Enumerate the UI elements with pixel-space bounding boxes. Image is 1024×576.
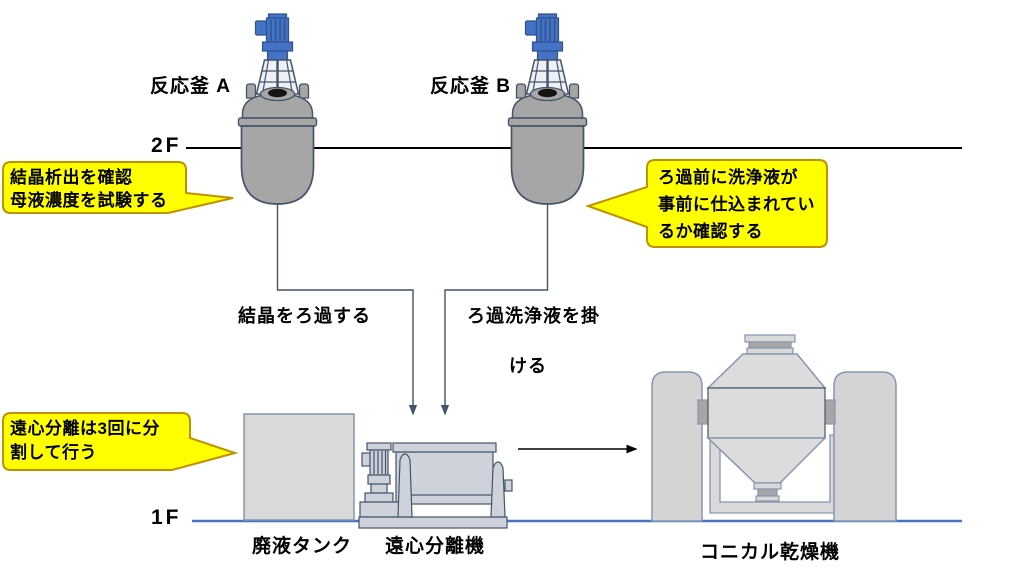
callout-c-line1: 遠心分離は3回に分 bbox=[10, 419, 160, 438]
reactor-b-label: 反応釜 B bbox=[430, 76, 512, 97]
reactor-a-graphic bbox=[237, 12, 318, 206]
centrifuge-graphic bbox=[358, 442, 513, 529]
flow-label-pour-wash-line2: ける bbox=[509, 356, 548, 376]
flow-line-reactor-a-to-centrifuge bbox=[276, 204, 418, 416]
callout-text-reactor-a: 結晶析出を確認母液濃度を試験する bbox=[10, 166, 168, 212]
callout-b-line3: るか確認する bbox=[658, 222, 763, 241]
floor-1f-label: 1F bbox=[151, 506, 182, 529]
callout-bubble-reactor-a bbox=[2, 161, 234, 214]
flow-label-pour-wash-line1: ろ過洗浄液を掛 bbox=[467, 306, 600, 326]
flow-label-filter-crystals: 結晶をろ過する bbox=[238, 306, 371, 326]
reactor-b-graphic bbox=[507, 12, 588, 206]
waste-tank-graphic bbox=[243, 413, 355, 521]
floor-2f-label: 2F bbox=[151, 134, 182, 157]
callout-text-reactor-b: ろ過前に洗浄液が事前に仕込まれているか確認する bbox=[658, 164, 815, 245]
callout-b-line1: ろ過前に洗浄液が bbox=[658, 168, 798, 187]
reactor-a-label: 反応釜 A bbox=[150, 76, 232, 97]
centrifuge-label: 遠心分離機 bbox=[385, 536, 486, 557]
callout-text-centrifuge: 遠心分離は3回に分割して行う bbox=[10, 417, 160, 465]
conical-dryer-graphic bbox=[651, 334, 897, 522]
callout-a-line1: 結晶析出を確認 bbox=[10, 168, 133, 187]
callout-b-line2: 事前に仕込まれてい bbox=[658, 195, 815, 214]
callout-bubble-centrifuge bbox=[2, 412, 239, 471]
waste-tank-label: 廃液タンク bbox=[252, 536, 353, 557]
callout-a-line2: 母液濃度を試験する bbox=[10, 191, 168, 210]
callout-bubble-reactor-b bbox=[584, 159, 828, 248]
flow-line-reactor-b-to-centrifuge bbox=[440, 204, 549, 416]
dryer-label: コニカル乾燥機 bbox=[700, 542, 841, 563]
callout-c-line2: 割して行う bbox=[10, 443, 97, 462]
flow-label-pour-wash: ろ過洗浄液を掛 ける bbox=[467, 304, 600, 379]
